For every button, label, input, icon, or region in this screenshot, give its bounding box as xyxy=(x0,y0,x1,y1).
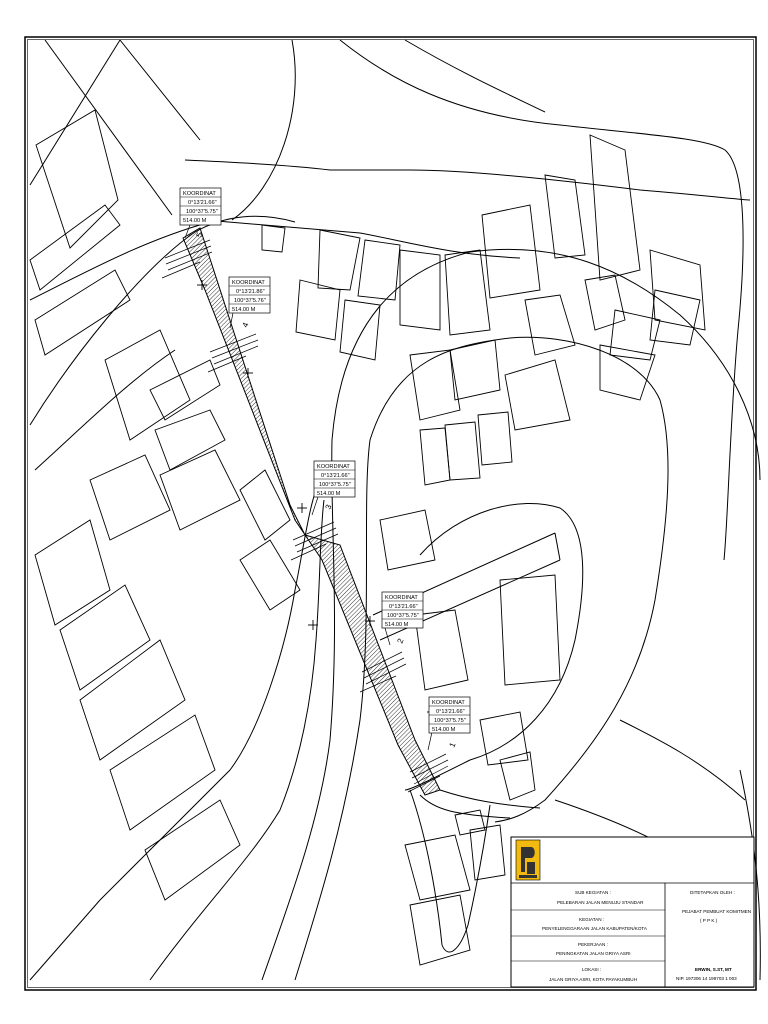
coordinate-lon: 100°37'5.76" xyxy=(234,298,266,304)
coordinate-lat: 0°13'21.66" xyxy=(436,709,465,715)
coordinate-lon: 100°37'5.75" xyxy=(434,718,466,724)
inner-frame xyxy=(27,39,754,988)
coordinate-elev: 514.00 M xyxy=(317,491,341,497)
coordinate-elev: 514.00 M xyxy=(432,727,456,733)
coordinate-box-5: KOORDINAT 0°13'21.66" 100°37'5.75" 514.0… xyxy=(179,187,222,226)
official-name: ERWIN, S.ST, MT xyxy=(695,967,732,972)
lokasi-label: LOKASI : xyxy=(582,967,601,972)
coordinate-box-1: KOORDINAT 0°13'21.66" 100°37'5.75" 514.0… xyxy=(428,696,471,734)
coordinate-lat: 0°13'21.66" xyxy=(321,473,350,479)
coordinate-header: KOORDINAT xyxy=(232,280,265,286)
sub-kegiatan-label: SUB KEGIATAN : xyxy=(575,890,611,895)
station-label: 4 xyxy=(241,321,251,329)
outer-frame xyxy=(24,36,757,991)
coordinate-lon: 100°37'5.75" xyxy=(319,482,351,488)
building-footprints xyxy=(29,109,706,966)
coordinate-box-2: KOORDINAT 0°13'21.66" 100°37'5.75" 514.0… xyxy=(381,591,424,629)
coordinate-lat: 0°13'21.66" xyxy=(389,604,418,610)
coordinate-elev: 514.00 M xyxy=(232,307,256,313)
coordinate-lat: 0°13'21.66" xyxy=(188,200,217,206)
title-block: SUB KEGIATAN : PELEBARAN JALAN MENUJU ST… xyxy=(510,836,755,988)
ministry-logo xyxy=(515,839,541,881)
pekerjaan-label: PEKERJAAN : xyxy=(578,942,608,947)
road-alignment-hatch xyxy=(182,227,441,796)
coordinate-header: KOORDINAT xyxy=(317,464,350,470)
coordinate-elev: 514.00 M xyxy=(385,622,409,628)
leader-lines xyxy=(184,224,433,751)
kegiatan-value: PENYELENGGARAAN JALAN KABUPATEN/KOTA xyxy=(542,926,648,931)
kegiatan-label: KEGIATAN : xyxy=(579,917,604,922)
coordinate-lat: 0°13'21.86" xyxy=(236,289,265,295)
pejabat-line1: PEJABAT PEMBUAT KOMITMEN xyxy=(682,909,751,914)
coordinate-header: KOORDINAT xyxy=(183,191,216,197)
coordinate-header: KOORDINAT xyxy=(385,595,418,601)
ditetapkan-label: DITETAPKAN OLEH : xyxy=(690,890,735,895)
station-label: 5 xyxy=(195,231,205,239)
official-nip: NIP. 197306 14 199703 1 003 xyxy=(676,976,737,981)
sub-kegiatan-value: PELEBARAN JALAN MENUJU STANDAR xyxy=(557,900,644,905)
pekerjaan-value: PENINGKATAN JALAN GRIYA ASRI xyxy=(556,951,631,956)
coordinate-box-4: KOORDINAT 0°13'21.86" 100°37'5.76" 514.0… xyxy=(228,276,271,314)
pejabat-line2: ( P P K ) xyxy=(700,918,718,923)
station-labels: 5 4 3 2 1 xyxy=(195,231,458,749)
coordinate-lon: 100°37'5.75" xyxy=(387,613,419,619)
road-outlines xyxy=(29,39,751,981)
coordinate-box-3: KOORDINAT 0°13'21.66" 100°37'5.75" 514.0… xyxy=(313,460,356,498)
lokasi-value: JALAN GRIYA ASRI, KOTA PAYAKUMBUH xyxy=(549,977,637,982)
coordinate-elev: 514.00 M xyxy=(183,218,207,224)
station-label: 3 xyxy=(324,503,334,511)
station-label: 2 xyxy=(396,637,406,645)
station-label: 1 xyxy=(448,741,458,749)
coordinate-lon: 100°37'5.75" xyxy=(186,209,218,215)
cross-section-ticks xyxy=(161,239,449,793)
coordinate-header: KOORDINAT xyxy=(432,700,465,706)
